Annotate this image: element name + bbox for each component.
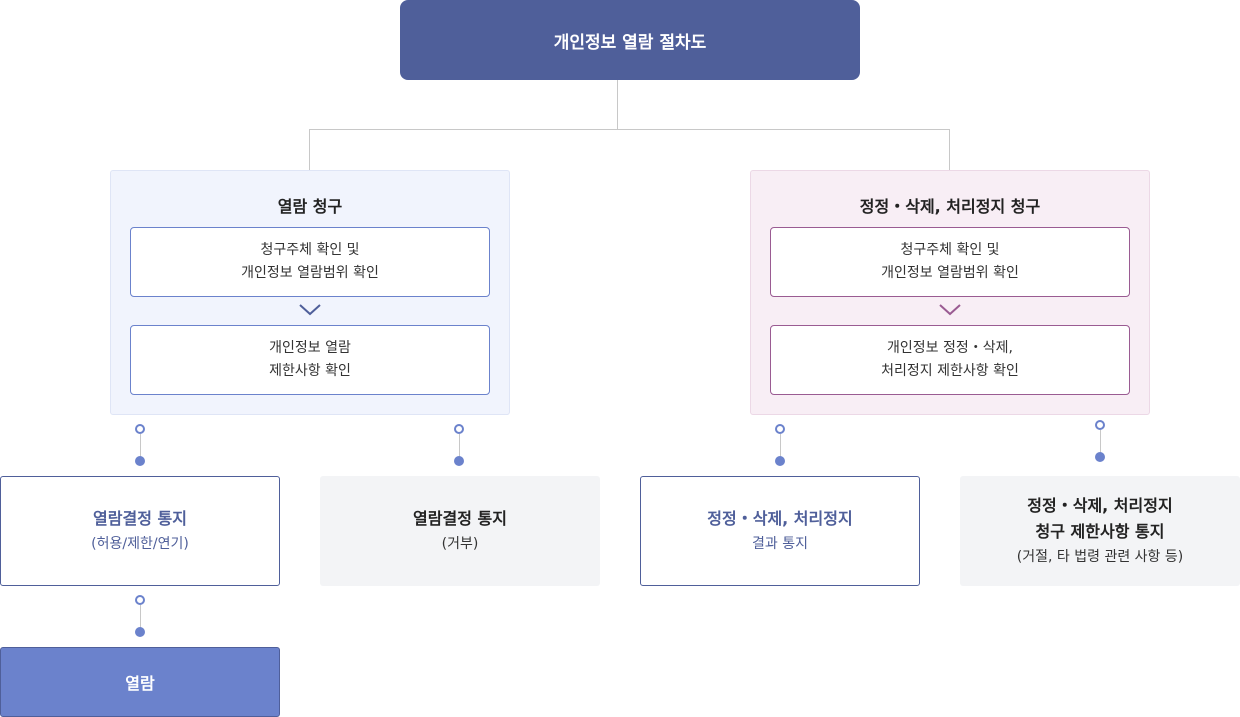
step-verify-requester: 청구주체 확인 및 개인정보 열람범위 확인: [770, 227, 1130, 297]
result-subtitle: (거절, 타 법령 관련 사항 등): [1016, 549, 1184, 565]
diagram-title-text: 개인정보 열람 절차도: [553, 32, 707, 53]
dot-icon: [135, 456, 145, 466]
step-verify-requester: 청구주체 확인 및 개인정보 열람범위 확인: [130, 227, 490, 297]
result-subtitle: (거부): [441, 536, 479, 552]
step-check-restrictions: 개인정보 정정・삭제, 처리정지 제한사항 확인: [770, 325, 1130, 395]
step-check-restrictions: 개인정보 열람 제한사항 확인: [130, 325, 490, 395]
step-line: 청구주체 확인 및: [260, 242, 360, 258]
group-title: 정정・삭제, 처리정지 청구: [859, 197, 1041, 216]
connector-title-down: [617, 80, 618, 129]
step-line: 처리정지 제한사항 확인: [881, 363, 1019, 379]
result-subtitle: 결과 통지: [752, 536, 808, 552]
dot-connector: [774, 424, 786, 468]
connector-right-branch: [949, 129, 950, 170]
group-title: 열람 청구: [277, 197, 343, 216]
step-line: 개인정보 정정・삭제,: [887, 340, 1013, 356]
connector-branch-horizontal: [309, 129, 950, 130]
ring-icon: [775, 424, 785, 434]
result-correction-outcome: 정정・삭제, 처리정지 결과 통지: [640, 476, 920, 586]
connector-left-branch: [309, 129, 310, 170]
group-correction-request: 정정・삭제, 처리정지 청구 청구주체 확인 및 개인정보 열람범위 확인 개인…: [750, 170, 1150, 415]
dot-icon: [775, 456, 785, 466]
result-access-decision-denied: 열람결정 통지 (거부): [320, 476, 600, 586]
step-line: 개인정보 열람: [269, 340, 351, 356]
dot-connector: [134, 595, 146, 639]
step-line: 청구주체 확인 및: [900, 242, 1000, 258]
chevron-down-icon: [299, 304, 321, 316]
result-subtitle: (허용/제한/연기): [91, 536, 189, 552]
final-step-access: 열람: [0, 647, 280, 717]
dot-icon: [135, 627, 145, 637]
result-title: 청구 제한사항 통지: [1035, 522, 1165, 541]
ring-icon: [135, 595, 145, 605]
ring-icon: [454, 424, 464, 434]
dot-connector: [1094, 420, 1106, 464]
ring-icon: [135, 424, 145, 434]
step-line: 개인정보 열람범위 확인: [241, 265, 379, 281]
step-line: 개인정보 열람범위 확인: [881, 265, 1019, 281]
dot-icon: [454, 456, 464, 466]
step-line: 제한사항 확인: [269, 363, 351, 379]
final-step-label: 열람: [125, 674, 155, 693]
group-access-request: 열람 청구 청구주체 확인 및 개인정보 열람범위 확인 개인정보 열람 제한사…: [110, 170, 510, 415]
result-title: 열람결정 통지: [93, 509, 187, 528]
diagram-title: 개인정보 열람 절차도: [400, 0, 860, 80]
dot-connector: [134, 424, 146, 468]
result-title: 정정・삭제, 처리정지: [707, 509, 853, 528]
result-title: 열람결정 통지: [413, 509, 507, 528]
dot-connector: [453, 424, 465, 468]
result-correction-restriction: 정정・삭제, 처리정지 청구 제한사항 통지 (거절, 타 법령 관련 사항 등…: [960, 476, 1240, 586]
dot-icon: [1095, 452, 1105, 462]
result-title: 정정・삭제, 처리정지: [1027, 496, 1173, 515]
chevron-down-icon: [939, 304, 961, 316]
ring-icon: [1095, 420, 1105, 430]
result-access-decision-approved: 열람결정 통지 (허용/제한/연기): [0, 476, 280, 586]
